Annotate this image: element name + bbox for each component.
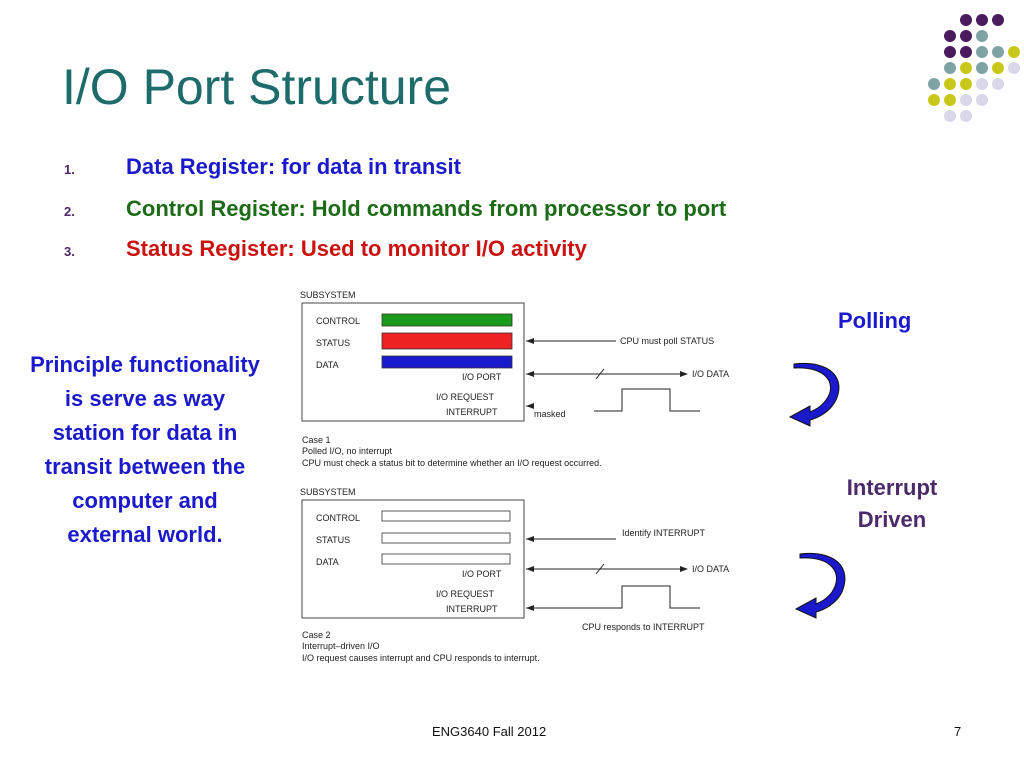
decor-dot (944, 94, 956, 106)
data-label: DATA (316, 557, 339, 567)
io-request-label: I/O REQUEST (436, 589, 495, 599)
interrupt-label: INTERRUPT (446, 604, 498, 614)
data-label: DATA (316, 360, 339, 370)
case-label: Case 1 (302, 435, 331, 445)
bullet-text: Status Register: Used to monitor I/O act… (126, 236, 587, 261)
bullet-number: 1. (64, 162, 75, 177)
decor-dot (960, 46, 972, 58)
control-label: CONTROL (316, 316, 360, 326)
decor-dot (960, 62, 972, 74)
control-register-bar (381, 313, 513, 327)
polled-io-diagram: SUBSYSTEM CONTROL STATUS DATA I/O PORT I… (300, 290, 729, 468)
decor-dot (944, 30, 956, 42)
status-label: STATUS (316, 338, 350, 348)
bullet-number: 2. (64, 204, 75, 219)
decor-dot (976, 46, 988, 58)
arrow-head (680, 566, 688, 572)
subsystem-label: SUBSYSTEM (300, 290, 356, 300)
decor-dot (944, 46, 956, 58)
page-number: 7 (954, 724, 962, 739)
decor-dot (928, 94, 940, 106)
data-register-box (381, 553, 511, 565)
curved-arrow-icon (794, 552, 846, 619)
decor-dot (992, 46, 1004, 58)
arrow-head (526, 371, 534, 377)
cpu-responds-label: CPU responds to INTERRUPT (582, 622, 705, 632)
status-label: STATUS (316, 535, 350, 545)
request-pulse (594, 388, 700, 412)
decor-dot (944, 62, 956, 74)
subsystem-box (301, 302, 525, 422)
status-register-bar (381, 332, 513, 350)
case-desc-1: Interrupt–driven I/O (302, 641, 380, 651)
control-label: CONTROL (316, 513, 360, 523)
decor-dot (960, 110, 972, 122)
decor-dot (960, 30, 972, 42)
decor-dot (976, 62, 988, 74)
bus-slash (595, 563, 605, 575)
bullet-number: 3. (64, 244, 75, 259)
bus-slash (595, 368, 605, 380)
arrow-head (526, 605, 534, 611)
interrupt-io-diagram: SUBSYSTEM CONTROL STATUS DATA I/O PORT I… (300, 487, 729, 663)
decor-dot (928, 78, 940, 90)
decor-dot (944, 110, 956, 122)
decor-dot (976, 78, 988, 90)
case-desc-1: Polled I/O, no interrupt (302, 446, 393, 456)
status-register-box (381, 532, 511, 544)
page-title: I/O Port Structure (62, 59, 452, 115)
io-data-label: I/O DATA (692, 369, 729, 379)
case-desc-2: I/O request causes interrupt and CPU res… (302, 653, 540, 663)
io-port-label: I/O PORT (462, 569, 502, 579)
bullet-item-3: 3. Status Register: Used to monitor I/O … (62, 234, 962, 264)
identify-label: Identify INTERRUPT (622, 528, 706, 538)
decor-dot (976, 30, 988, 42)
masked-label: masked (534, 409, 566, 419)
subsystem-box (301, 499, 525, 619)
subsystem-label: SUBSYSTEM (300, 487, 356, 497)
arrow-head (680, 371, 688, 377)
request-pulse (594, 585, 700, 609)
arrow-head (526, 403, 534, 409)
interrupt-label: INTERRUPT (446, 407, 498, 417)
data-register-bar (381, 355, 513, 369)
curved-arrow-icon (788, 362, 840, 427)
bullet-text: Data Register: for data in transit (126, 154, 461, 179)
decor-dot (992, 78, 1004, 90)
decor-dot (992, 14, 1004, 26)
case-label: Case 2 (302, 630, 331, 640)
bullet-text: Control Register: Hold commands from pro… (126, 196, 727, 221)
principle-text: Principle functionality is serve as way … (30, 352, 260, 547)
decor-dot (976, 94, 988, 106)
io-port-label: I/O PORT (462, 372, 502, 382)
case-desc-2: CPU must check a status bit to determine… (302, 458, 602, 468)
decor-dot (992, 62, 1004, 74)
footer-text: ENG3640 Fall 2012 (432, 724, 547, 739)
decor-dot (944, 78, 956, 90)
bullet-item-1: 1. Data Register: for data in transit (62, 152, 962, 182)
dot-grid-decoration (928, 14, 1020, 122)
decor-dot (976, 14, 988, 26)
bullet-item-2: 2. Control Register: Hold commands from … (62, 194, 962, 224)
decor-dot (960, 94, 972, 106)
decor-dot (960, 78, 972, 90)
io-data-label: I/O DATA (692, 564, 729, 574)
polling-label: Polling (838, 308, 912, 333)
arrow-head (526, 566, 534, 572)
decor-dot (960, 14, 972, 26)
decor-dot (1008, 62, 1020, 74)
cpu-poll-label: CPU must poll STATUS (620, 336, 714, 346)
arrow-head (526, 338, 534, 344)
arrow-head (526, 536, 534, 542)
control-register-box (381, 510, 511, 522)
interrupt-driven-label: Interrupt Driven (846, 475, 938, 532)
io-request-label: I/O REQUEST (436, 392, 495, 402)
decor-dot (1008, 46, 1020, 58)
